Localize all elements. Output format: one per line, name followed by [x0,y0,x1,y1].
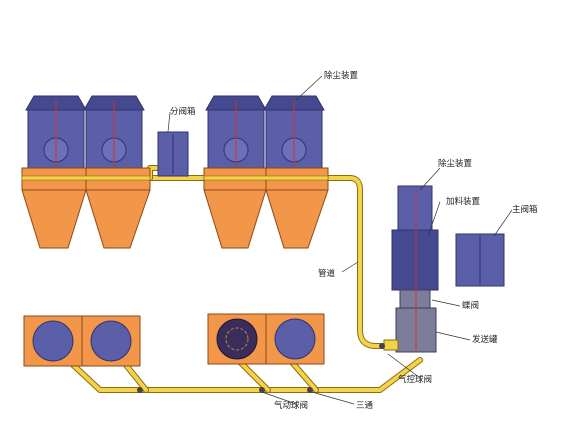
sub-valve-box [157,131,189,177]
dust-collector-3 [205,95,267,169]
feeding-device [391,229,439,291]
label-dome-valve: 蝶阀 [462,300,479,311]
receiving-silo-4 [265,313,325,365]
receiving-silo-1 [23,315,83,367]
receiving-silos [23,313,325,367]
silo-group-left [21,95,151,249]
receiving-silo-3 [207,313,267,365]
leader-lines [167,75,513,405]
dust-collector-2 [83,95,145,169]
silo-bins-right [203,167,329,249]
label-pipeline: 管道 [318,268,336,279]
lower-valves [137,343,385,393]
label-sender-tank: 发送罐 [472,334,498,345]
label-sub-valve-box: 分阀箱 [170,106,196,117]
silo-group-right [203,95,329,249]
labels: 除尘装置 分阀箱 除尘装置 加料装置 主阀箱 管道 蝶阀 发送罐 气控球阀 气动… [170,70,538,411]
sender-assembly [383,185,439,353]
dome-valve [399,289,431,309]
dust-collector-right [397,185,433,231]
label-dust-right: 除尘装置 [438,158,473,169]
label-dust-top: 除尘装置 [324,70,359,81]
dust-collector-1 [25,95,87,169]
label-main-valve-box: 主阀箱 [512,204,538,215]
label-pneumatic-ball-valve: 气动球阀 [274,400,308,411]
dust-collector-4 [263,95,325,169]
receiving-silo-2 [81,315,141,367]
main-valve-box [455,233,505,287]
silo-bins-left [21,167,151,249]
label-pneumatic-ball-valve-bottom: 气控球阀 [398,374,432,385]
label-feeding: 加料装置 [446,196,481,207]
label-tee: 三通 [356,400,374,411]
